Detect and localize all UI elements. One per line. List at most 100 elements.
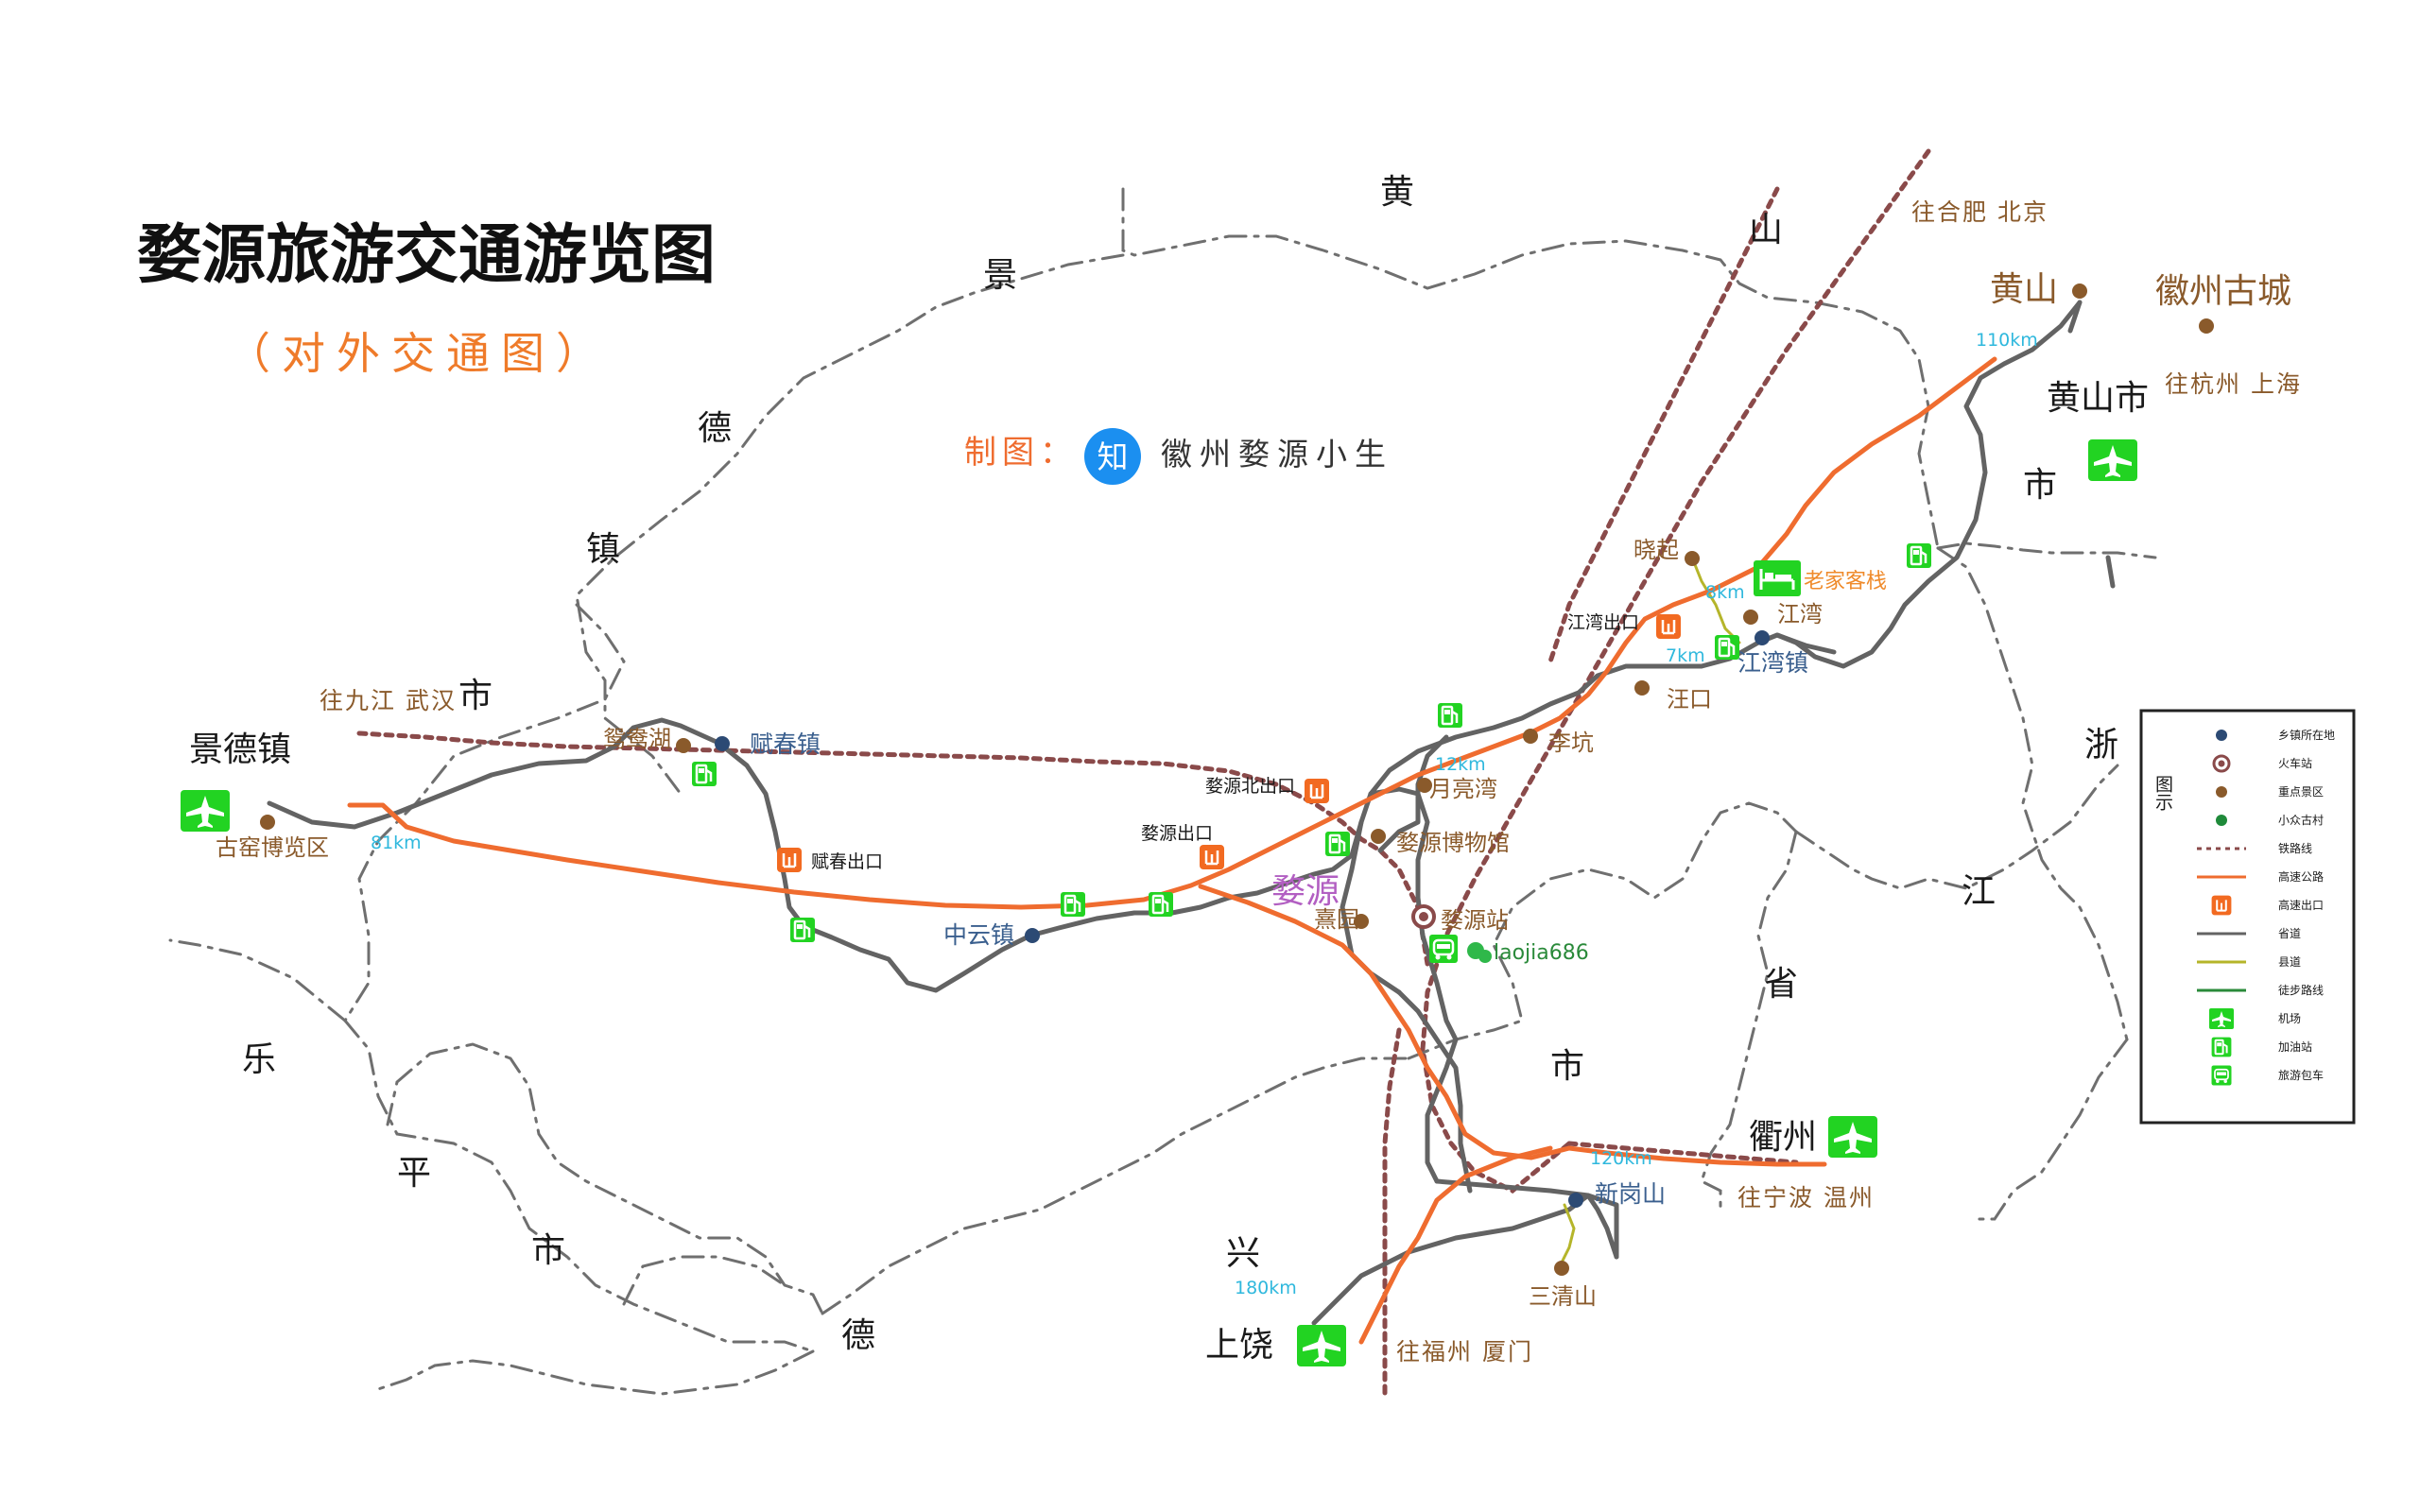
station-marker (2212, 754, 2231, 773)
legend-label: 加油站 (2278, 1040, 2312, 1054)
exit-icon[interactable] (1303, 777, 1331, 805)
legend-label: 旅游包车 (2278, 1068, 2324, 1082)
scenic-dot (1743, 610, 1758, 625)
region-label: 景 (983, 256, 1017, 295)
scenic-yueliangwan[interactable]: 月亮湾 (1429, 776, 1497, 802)
scenic-guyao[interactable]: 古窑博览区 (216, 834, 329, 861)
region-label: 乐 (242, 1040, 276, 1079)
exit-icon[interactable] (775, 846, 804, 874)
credit-label: 制图： (964, 434, 1078, 472)
region-label: 镇 (586, 530, 620, 569)
hotel-icon[interactable] (1752, 558, 1803, 598)
legend-item: 加油站 (2210, 1036, 2312, 1058)
gas-station-icon[interactable] (1713, 633, 1741, 662)
legend-item: 火车站 (2212, 754, 2312, 773)
station-marker-core (1419, 912, 1428, 921)
distance-quzhou: 120km (1590, 1148, 1652, 1169)
gas-station-icon[interactable] (1147, 890, 1175, 919)
gas-station-icon[interactable] (1436, 701, 1464, 730)
boundaries (168, 187, 2157, 1396)
tour-bus-icon[interactable] (1427, 933, 1460, 965)
exit-fuchun[interactable]: 赋春出口 (811, 851, 883, 872)
legend-label: 高速公路 (2278, 869, 2324, 884)
exit-icon[interactable] (1198, 843, 1226, 871)
scenic-dot (2216, 786, 2227, 798)
gas-station-icon[interactable] (788, 916, 817, 944)
legend: 图示 乡镇所在地火车站重点景区小众古村铁路线高速公路高速出口省道县道徒步路线机场… (2139, 709, 2356, 1125)
region-label: 市 (458, 677, 493, 715)
legend-box (2139, 709, 2356, 1125)
scenic-xiaoqi[interactable]: 晓起 (1634, 537, 1679, 563)
distance-yueliangwan: 12km (1435, 754, 1486, 775)
scenic-xiyuan[interactable]: 熹园 (1314, 906, 1359, 933)
region-label: 市 (531, 1231, 565, 1270)
legend-item: 县道 (2197, 955, 2301, 969)
exit-jiangwan[interactable]: 江湾出口 (1567, 612, 1639, 633)
scenic-dot (1354, 914, 1369, 929)
village-dot (2216, 815, 2227, 826)
direction-hefei: 往合肥 北京 (1911, 198, 2048, 226)
legend-item: 机场 (2209, 1008, 2301, 1029)
exit-wuyuan[interactable]: 婺源出口 (1141, 823, 1213, 844)
wechat-id[interactable]: laojia686 (1494, 941, 1589, 965)
scenic-huizhou[interactable]: 徽州古城 (2155, 272, 2291, 311)
station-wuyuan[interactable]: 婺源站 (1441, 907, 1509, 934)
distance-huangshan: 110km (1976, 330, 2038, 351)
region-labels: 景 德 镇 市 乐 平 市 德 兴 市 黄 山 市 浙 江 省 (242, 173, 2118, 1355)
region-label: 德 (841, 1316, 875, 1355)
gas-station-icon (2210, 1036, 2233, 1058)
direction-ningbo: 往宁波 温州 (1737, 1184, 1875, 1211)
region-label: 江 (1962, 872, 1996, 911)
town-dot (1568, 1193, 1583, 1208)
town-xingangshan[interactable]: 新岗山 (1595, 1180, 1666, 1208)
airport-icon (2209, 1008, 2234, 1029)
gas-station-icon[interactable] (690, 760, 718, 788)
credit-author: 徽州婺源小生 (1161, 436, 1393, 472)
scenic-sanqingshan[interactable]: 三清山 (1529, 1283, 1597, 1310)
exit-icon (2210, 894, 2233, 917)
scenic-likeng[interactable]: 李坑 (1548, 730, 1594, 756)
scenic-dot (1554, 1261, 1569, 1276)
expressways (347, 356, 1997, 1345)
distance-shangrao: 180km (1235, 1278, 1297, 1298)
scenic-yuanyanghu[interactable]: 鸳鸯湖 (603, 726, 671, 752)
legend-label: 铁路线 (2278, 841, 2312, 855)
scenic-dot (2072, 284, 2087, 299)
town-jiangwan[interactable]: 江湾镇 (1737, 649, 1808, 677)
county-wuyuan: 婺源 (1271, 872, 1340, 911)
distance-jiangwan: 7km (1666, 645, 1705, 666)
legend-label: 火车站 (2278, 756, 2312, 770)
scenic-dot (1523, 729, 1538, 744)
gas-station-icon[interactable] (1905, 541, 1933, 570)
provincial-roads (267, 300, 2116, 1326)
region-label: 山 (1749, 211, 1783, 249)
map-subtitle: （对外交通图） (227, 328, 611, 379)
scenic-huangshan[interactable]: 黄山 (1990, 270, 2058, 309)
zhihu-icon: 知 (1098, 438, 1129, 475)
scenic-jiangwan[interactable]: 江湾 (1777, 601, 1823, 627)
direction-hangzhou: 往杭州 上海 (2165, 370, 2302, 398)
airport-icon[interactable] (1828, 1116, 1877, 1158)
railways (356, 148, 1931, 1401)
airport-icon[interactable] (1297, 1325, 1346, 1366)
gas-station-icon[interactable] (1323, 830, 1352, 858)
scenic-wangkou[interactable]: 汪口 (1667, 686, 1712, 713)
town-zhongyun[interactable]: 中云镇 (943, 921, 1014, 949)
city-huangshan: 黄山市 (2047, 379, 2149, 418)
map-title: 婺源旅游交通游览图 (137, 218, 716, 293)
scenic-dot (2199, 318, 2214, 334)
scenic-dot (1417, 778, 1432, 793)
town-fuchun[interactable]: 赋春镇 (750, 730, 821, 758)
legend-item: 小众古村 (2216, 813, 2324, 827)
scenic-museum[interactable]: 婺源博物馆 (1396, 830, 1510, 856)
hotel-name[interactable]: 老家客栈 (1804, 570, 1887, 593)
region-label: 市 (1550, 1047, 1584, 1086)
legend-item: 省道 (2197, 927, 2301, 940)
airport-icon[interactable] (181, 790, 230, 832)
airport-icon[interactable] (2088, 439, 2137, 481)
legend-item: 铁路线 (2197, 841, 2312, 855)
exit-wuyuan-north[interactable]: 婺源北出口 (1205, 776, 1295, 797)
exit-icon[interactable] (1654, 612, 1683, 641)
tour-bus-icon (2210, 1064, 2233, 1087)
gas-station-icon[interactable] (1059, 890, 1087, 919)
